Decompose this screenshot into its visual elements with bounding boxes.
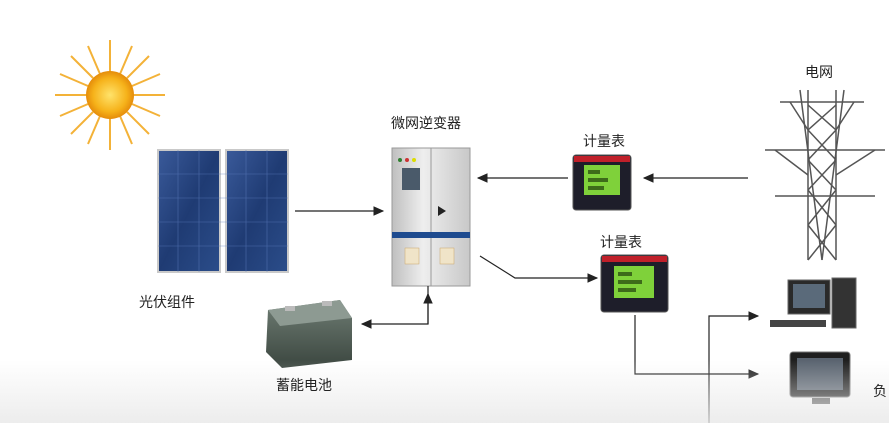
computer-icon <box>770 277 857 329</box>
label-load-partial: 负 <box>873 384 887 400</box>
connector-inverter-meter <box>479 255 599 283</box>
label-grid: 电网 <box>805 65 833 81</box>
solar-panel-icon <box>157 149 289 273</box>
power-meter-icon <box>572 154 632 211</box>
floor-shadow <box>0 360 889 423</box>
label-inverter: 微网逆变器 <box>391 116 461 132</box>
connector-inverter-battery <box>360 286 433 329</box>
label-pv: 光伏组件 <box>139 295 195 311</box>
power-tower-icon <box>765 89 885 261</box>
power-meter-icon <box>600 254 669 313</box>
inverter-cabinet-icon <box>391 147 471 287</box>
label-meter-mid: 计量表 <box>600 235 642 251</box>
label-meter-top: 计量表 <box>583 134 625 150</box>
sun-icon <box>55 40 165 150</box>
label-battery: 蓄能电池 <box>276 378 332 394</box>
battery-icon <box>266 300 352 368</box>
